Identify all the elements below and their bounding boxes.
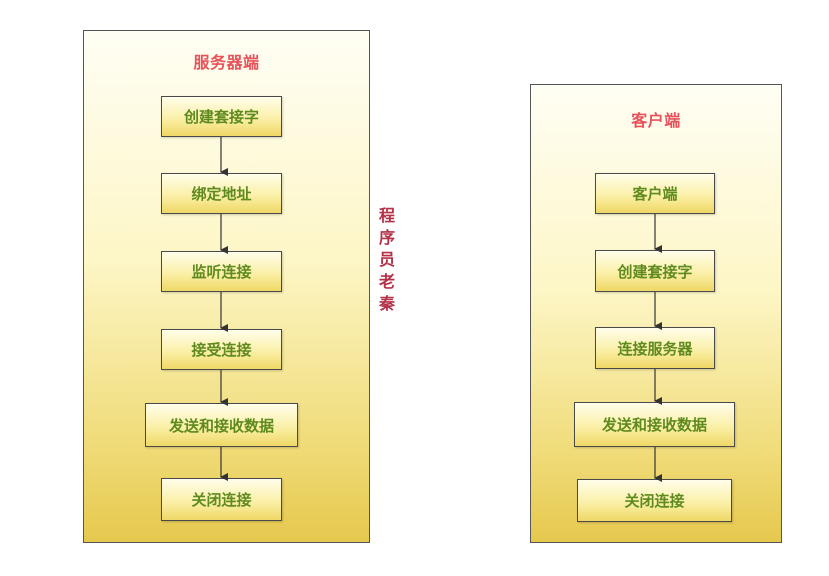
server-step-create-socket: 创建套接字 <box>161 96 282 137</box>
client-step-client: 客户端 <box>595 173 715 214</box>
server-step-bind-address: 绑定地址 <box>161 173 282 214</box>
server-step-send-receive: 发送和接收数据 <box>145 403 298 447</box>
server-step-listen: 监听连接 <box>161 251 282 292</box>
client-step-send-receive: 发送和接收数据 <box>574 402 735 447</box>
watermark-char: 程 <box>378 206 395 225</box>
server-panel-title: 服务器端 <box>193 53 260 72</box>
client-panel-title: 客户端 <box>631 111 681 130</box>
author-watermark: 程 序 员 老 秦 <box>376 205 398 315</box>
client-step-close: 关闭连接 <box>577 479 732 522</box>
watermark-char: 秦 <box>378 294 395 313</box>
client-step-connect-server: 连接服务器 <box>595 327 715 369</box>
server-step-close: 关闭连接 <box>161 478 282 521</box>
watermark-char: 员 <box>378 250 395 269</box>
watermark-char: 序 <box>378 228 395 247</box>
watermark-char: 老 <box>378 272 395 291</box>
server-step-accept: 接受连接 <box>161 329 282 370</box>
client-step-create-socket: 创建套接字 <box>595 250 715 292</box>
client-panel: 客户端 <box>530 84 782 543</box>
